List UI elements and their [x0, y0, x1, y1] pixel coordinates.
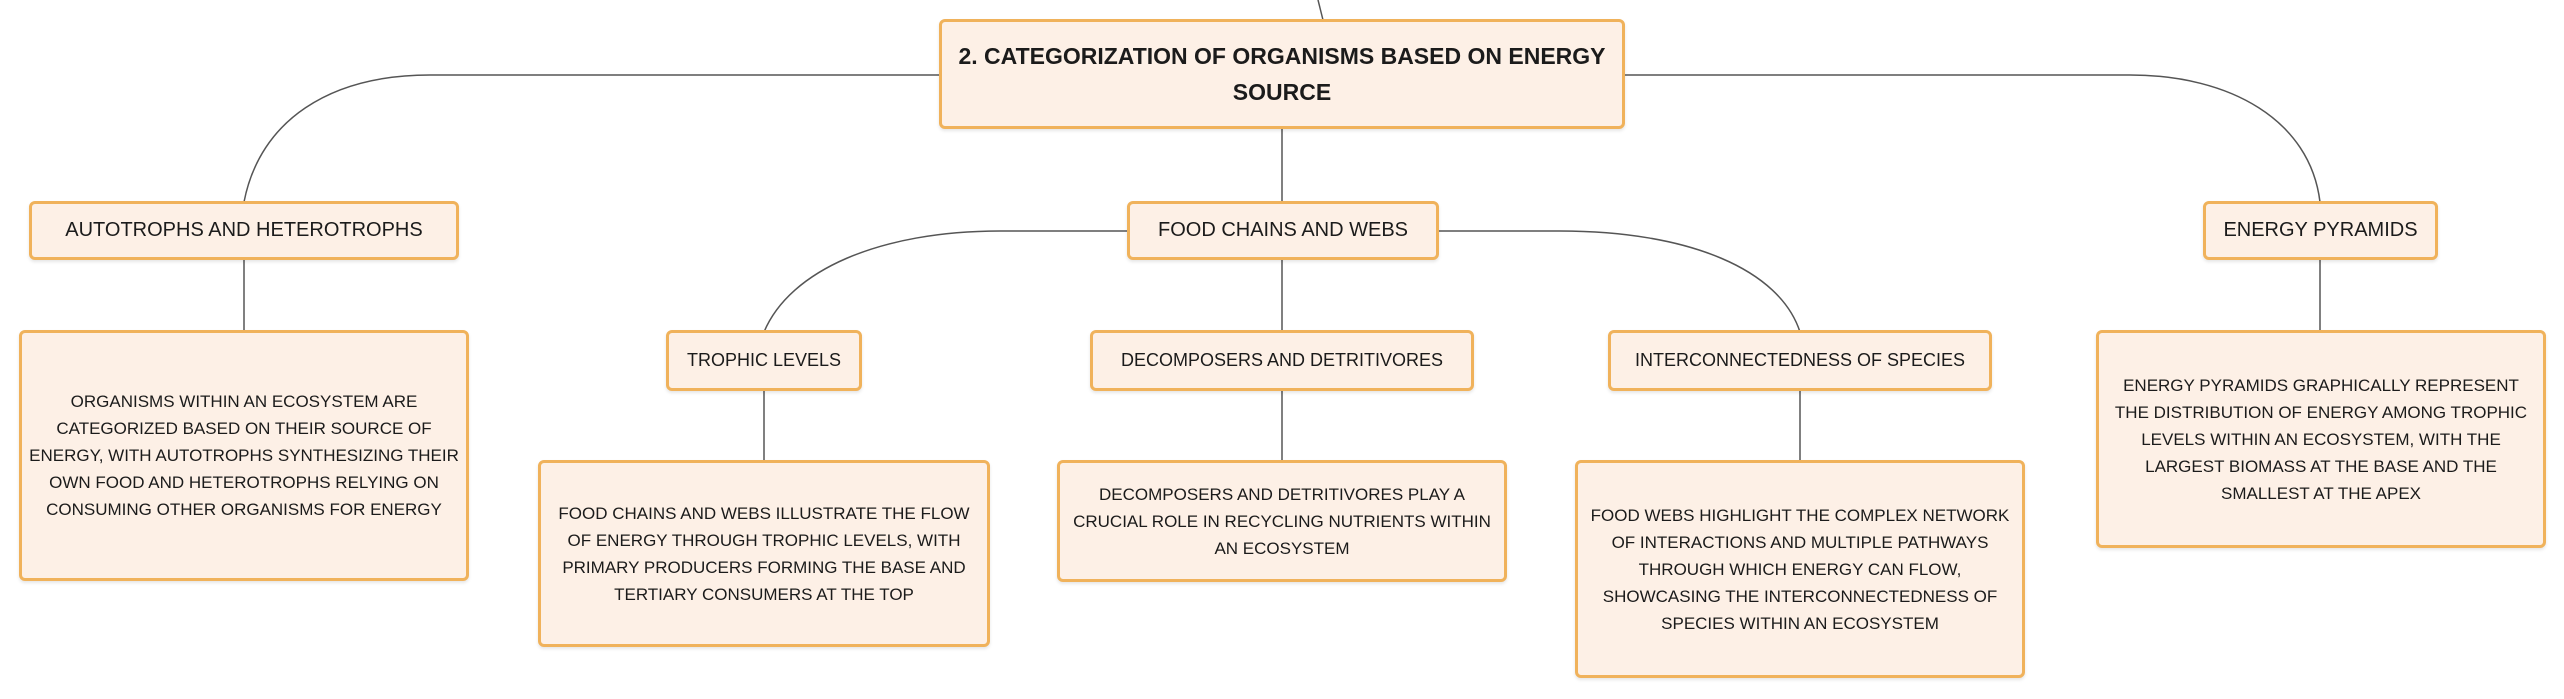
root-node-text: 2. CATEGORIZATION OF ORGANISMS BASED ON …: [958, 43, 1606, 105]
subtopic-interconnectedness-species[interactable]: INTERCONNECTEDNESS OF SPECIES: [1608, 330, 1992, 391]
detail-energy-pyramids-text: ENERGY PYRAMIDS GRAPHICALLY REPRESENT TH…: [2114, 375, 2528, 503]
subtopic-decomposers-detritivores[interactable]: DECOMPOSERS AND DETRITIVORES: [1090, 330, 1474, 391]
topic-autotrophs-heterotrophs[interactable]: AUTOTROPHS AND HETEROTROPHS: [29, 201, 459, 260]
detail-decomposers-detritivores-text: DECOMPOSERS AND DETRITIVORES PLAY A CRUC…: [1073, 484, 1491, 558]
detail-interconnectedness-species-text: FOOD WEBS HIGHLIGHT THE COMPLEX NETWORK …: [1590, 505, 2010, 633]
subtopic-interconnectedness-species-label: INTERCONNECTEDNESS OF SPECIES: [1634, 350, 1966, 370]
connector-root-autotrophs: [243, 74, 940, 203]
topic-energy-pyramids-label: ENERGY PYRAMIDS: [2223, 219, 2418, 241]
topic-autotrophs-heterotrophs-label: AUTOTROPHS AND HETEROTROPHS: [65, 219, 423, 241]
topic-food-chains-webs[interactable]: FOOD CHAINS AND WEBS: [1127, 201, 1439, 260]
detail-trophic-levels[interactable]: FOOD CHAINS AND WEBS ILLUSTRATE THE FLOW…: [538, 460, 990, 647]
detail-autotrophs-heterotrophs[interactable]: ORGANISMS WITHIN AN ECOSYSTEM ARE CATEGO…: [19, 330, 469, 581]
detail-energy-pyramids[interactable]: ENERGY PYRAMIDS GRAPHICALLY REPRESENT TH…: [2096, 330, 2546, 548]
detail-trophic-levels-text: FOOD CHAINS AND WEBS ILLUSTRATE THE FLOW…: [558, 503, 970, 604]
topic-energy-pyramids[interactable]: ENERGY PYRAMIDS: [2203, 201, 2438, 260]
subtopic-decomposers-detritivores-label: DECOMPOSERS AND DETRITIVORES: [1120, 350, 1444, 370]
detail-interconnectedness-species[interactable]: FOOD WEBS HIGHLIGHT THE COMPLEX NETWORK …: [1575, 460, 2025, 678]
connector-root-parent: [1317, 0, 1324, 21]
root-node[interactable]: 2. CATEGORIZATION OF ORGANISMS BASED ON …: [939, 19, 1625, 129]
topic-food-chains-webs-label: FOOD CHAINS AND WEBS: [1157, 219, 1409, 241]
subtopic-trophic-levels-label: TROPHIC LEVELS: [686, 350, 842, 370]
connector-root-pyramids: [1624, 74, 2321, 203]
detail-decomposers-detritivores[interactable]: DECOMPOSERS AND DETRITIVORES PLAY A CRUC…: [1057, 460, 1507, 582]
connector-food-chains-trophic: [763, 230, 1128, 333]
detail-autotrophs-heterotrophs-text: ORGANISMS WITHIN AN ECOSYSTEM ARE CATEGO…: [29, 392, 459, 519]
subtopic-trophic-levels[interactable]: TROPHIC LEVELS: [666, 330, 862, 391]
connector-food-chains-interconnectedness: [1438, 230, 1801, 333]
